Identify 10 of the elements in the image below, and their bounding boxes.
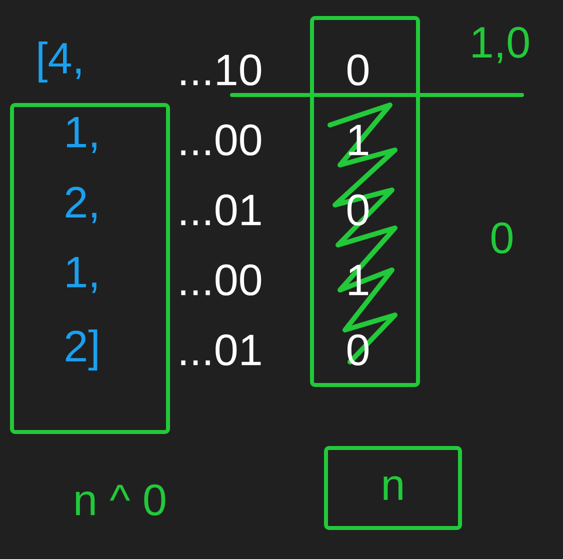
- row-bits: ...01: [181, 194, 261, 226]
- row-bits: ...01: [181, 334, 261, 366]
- row-bits: ...10: [181, 54, 262, 86]
- outlined-box: 1, 2, 1, 2]: [10, 103, 170, 434]
- outlined-box: n: [324, 446, 462, 530]
- row-bits: ...00: [181, 124, 262, 156]
- expression-text: n ^ 0: [76, 484, 166, 516]
- note-text: 1,0: [472, 26, 529, 64]
- row-bits: ...00: [181, 264, 262, 296]
- result-digit: 0: [492, 222, 512, 254]
